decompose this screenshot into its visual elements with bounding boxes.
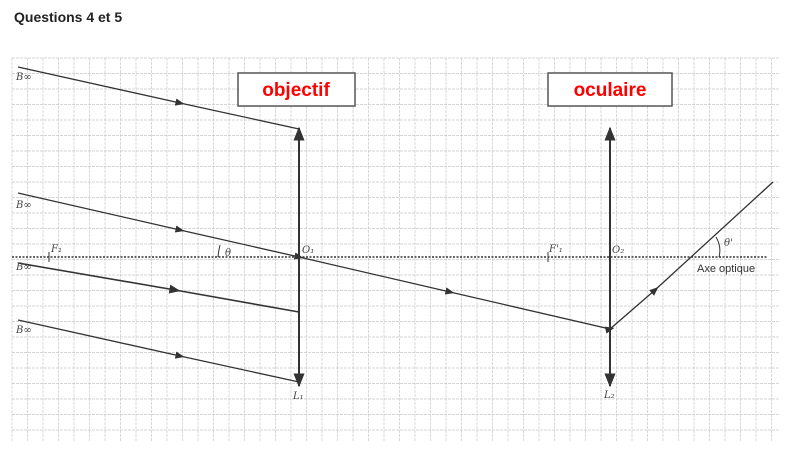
eyepiece-label: oculaire <box>574 80 647 101</box>
o1-label: O₁ <box>302 245 314 256</box>
ray-1 <box>17 66 300 130</box>
l1-label: L₁ <box>292 391 304 402</box>
page-title: Questions 4 et 5 <box>14 9 123 25</box>
ray-2 <box>17 181 774 334</box>
ray-3 <box>17 262 300 313</box>
b-inf-label-4: B∞ <box>15 325 32 336</box>
eyepiece-box <box>547 72 673 107</box>
graph-paper-grid <box>11 57 780 442</box>
f1-label: F₁ <box>50 244 62 255</box>
theta-prime-arc <box>715 236 721 258</box>
o2-label: O₂ <box>612 245 624 256</box>
axis-label: Axe optique <box>697 263 755 275</box>
ray-4 <box>17 319 300 383</box>
f1-prime-label: F'₁ <box>548 244 563 255</box>
l2-label: L₂ <box>603 390 615 401</box>
b-inf-label-3: B∞ <box>15 262 32 273</box>
b-inf-label-2: B∞ <box>15 200 32 211</box>
objective-box <box>237 72 356 107</box>
theta-label: θ <box>225 248 231 259</box>
theta-prime-label: θ' <box>724 238 733 249</box>
b-inf-label-1: B∞ <box>15 72 32 83</box>
theta-arc <box>217 244 221 258</box>
objective-label: objectif <box>262 80 330 101</box>
